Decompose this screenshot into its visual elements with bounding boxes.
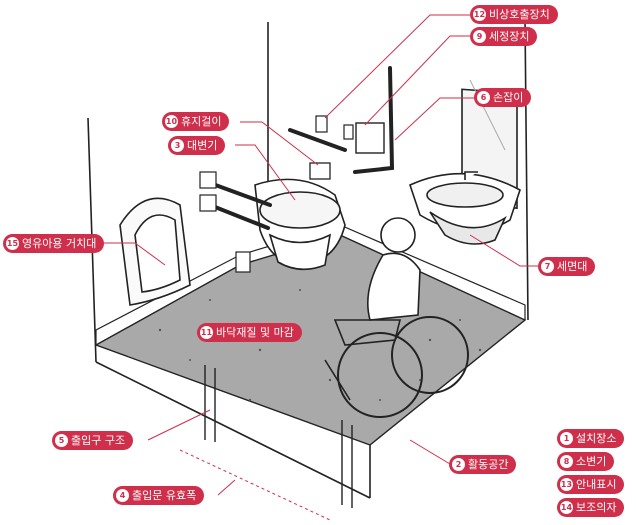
label-number: 15 — [6, 237, 19, 250]
label-washbasin: 7 세면대 — [538, 257, 596, 276]
label-urinal: 8 소변기 — [557, 452, 615, 471]
label-text: 안내표시 — [576, 478, 617, 491]
label-grab-bar: 6 손잡이 — [474, 88, 532, 107]
label-number: 1 — [560, 432, 573, 445]
label-number: 11 — [200, 326, 213, 339]
label-number: 8 — [560, 455, 573, 468]
grab-bar-wall — [288, 66, 395, 174]
baby-changing-station-icon — [119, 197, 191, 306]
label-text: 보조의자 — [576, 501, 617, 514]
label-text: 손잡이 — [493, 91, 524, 104]
wash-device-panel — [355, 122, 385, 154]
label-number: 6 — [477, 91, 490, 104]
label-paper-holder: 10 휴지걸이 — [162, 112, 230, 131]
label-number: 2 — [452, 458, 465, 471]
leader-lines — [95, 14, 540, 496]
label-number: 4 — [116, 489, 129, 502]
grab-bar-toilet — [208, 181, 272, 230]
paper-holder — [309, 162, 331, 180]
label-number: 5 — [55, 434, 68, 447]
label-text: 바닥재질 및 마감 — [216, 326, 294, 339]
label-signage: 13 안내표시 — [557, 475, 625, 494]
label-text: 소변기 — [576, 455, 607, 468]
label-text: 휴지걸이 — [181, 115, 222, 128]
label-text: 세면대 — [557, 260, 588, 273]
door-width-dimension — [179, 449, 331, 521]
label-number: 14 — [560, 501, 573, 514]
label-text: 출입구 구조 — [71, 434, 126, 447]
label-activity-space: 2 활동공간 — [449, 455, 517, 474]
label-text: 대변기 — [187, 139, 218, 152]
label-number: 12 — [473, 8, 486, 21]
label-number: 10 — [165, 115, 178, 128]
label-number: 9 — [473, 30, 486, 43]
toilet-icon — [254, 178, 346, 271]
label-toilet: 3 대변기 — [168, 136, 226, 155]
label-text: 설치장소 — [576, 432, 617, 445]
label-entrance-structure: 5 출입구 구조 — [52, 431, 134, 450]
label-text: 세정장치 — [489, 30, 530, 43]
door-frame — [204, 365, 353, 508]
label-text: 활동공간 — [468, 458, 509, 471]
label-install-location: 1 설치장소 — [557, 429, 625, 448]
label-emergency-call: 12 비상호출장치 — [470, 5, 558, 24]
label-floor-finish: 11 바닥재질 및 마감 — [197, 323, 302, 342]
label-door-width: 4 출입문 유효폭 — [113, 486, 205, 505]
wheelchair-user-icon — [324, 217, 469, 418]
label-assist-chair: 14 보조의자 — [557, 498, 625, 517]
label-number: 7 — [541, 260, 554, 273]
label-text: 비상호출장치 — [489, 8, 550, 21]
label-text: 출입문 유효폭 — [132, 489, 197, 502]
label-washing-device: 9 세정장치 — [470, 27, 538, 46]
label-text: 영유아용 거치대 — [22, 237, 97, 250]
washbasin-icon — [409, 171, 521, 245]
label-number: 13 — [560, 478, 573, 491]
label-baby-changing: 15 영유아용 거치대 — [3, 234, 105, 253]
emergency-call-button — [315, 115, 328, 133]
label-number: 3 — [171, 139, 184, 152]
floor-speckles — [158, 289, 482, 402]
